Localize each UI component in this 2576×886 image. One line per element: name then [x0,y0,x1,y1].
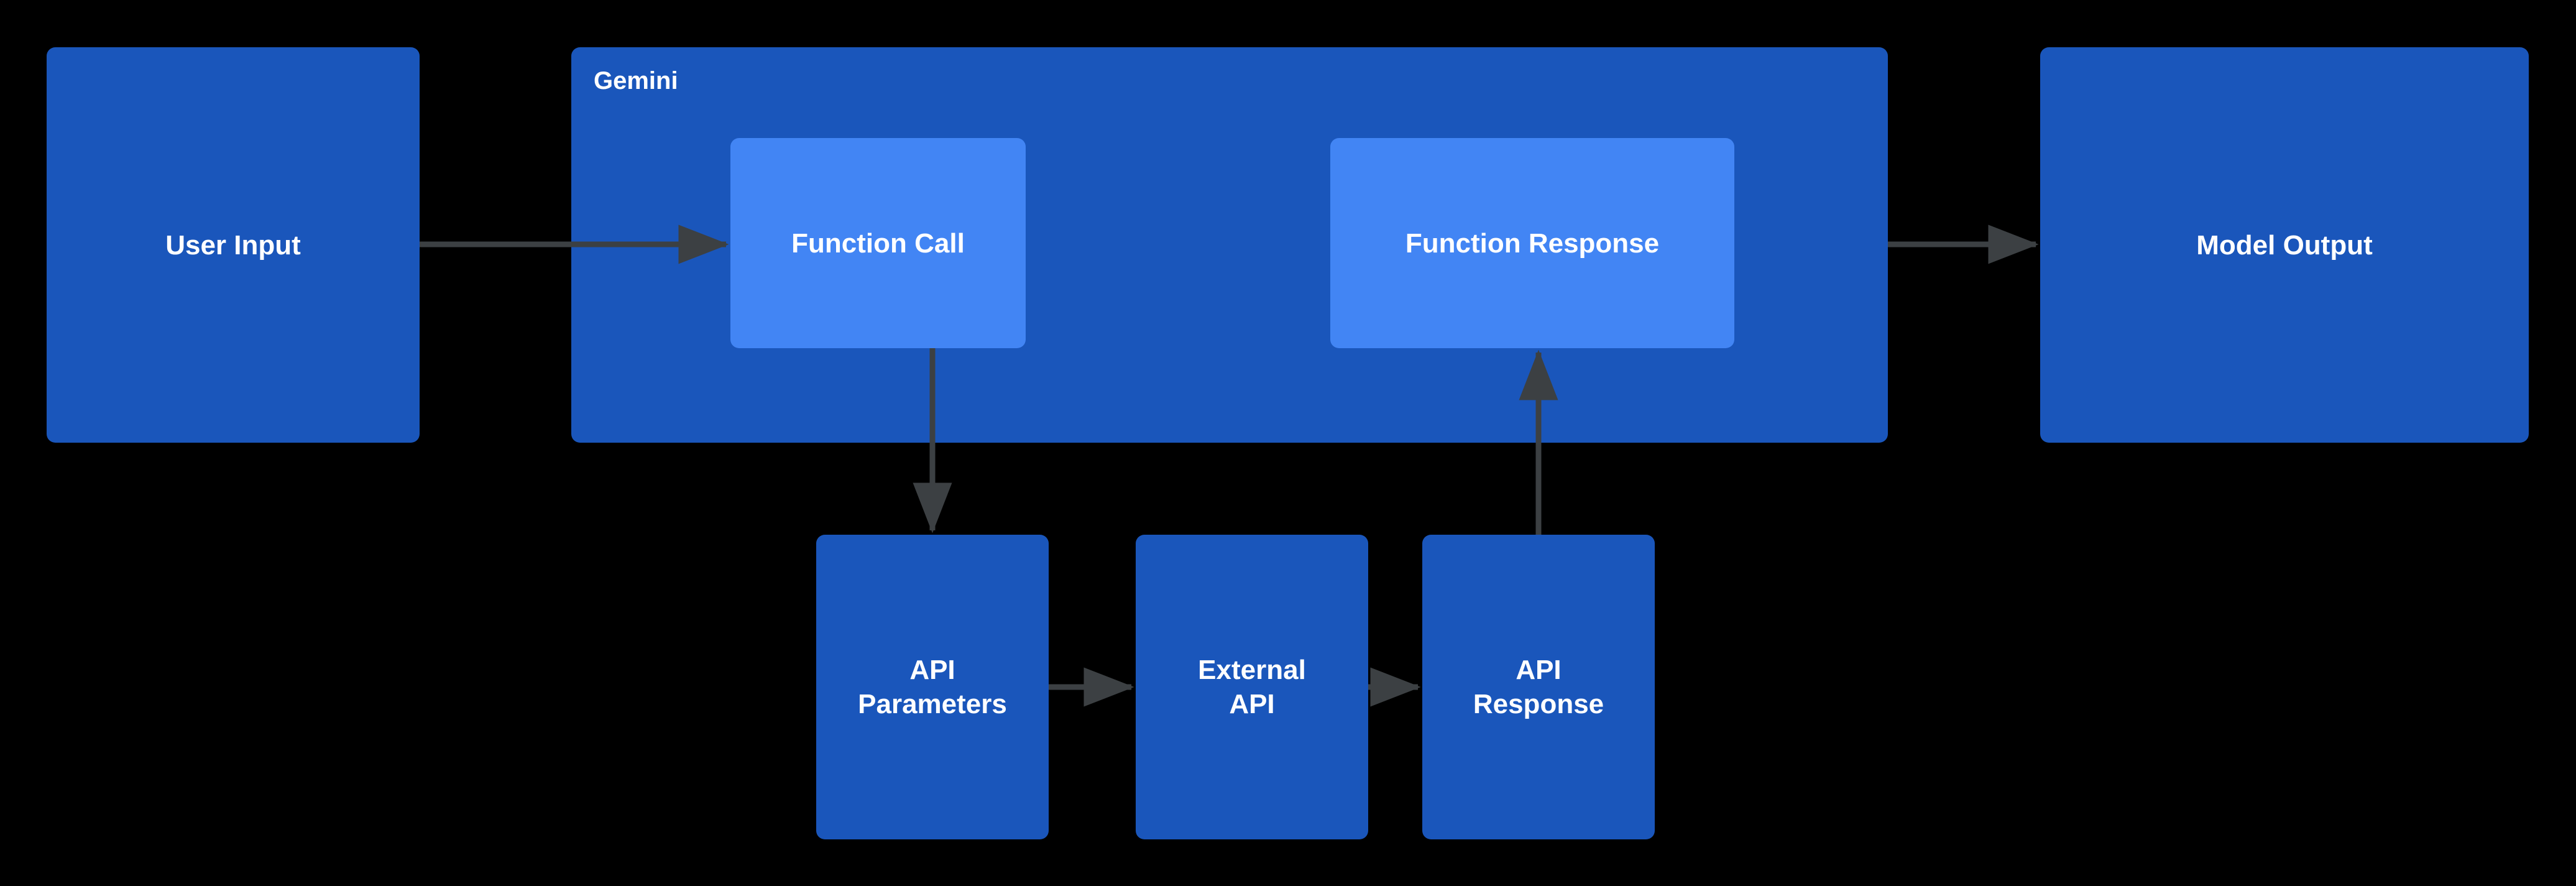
node-model-output[interactable]: Model Output [2040,47,2529,443]
node-api-response[interactable]: API Response [1422,535,1655,839]
node-external-api[interactable]: External API [1136,535,1368,839]
node-function-call[interactable]: Function Call [730,138,1026,348]
node-function-response[interactable]: Function Response [1330,138,1734,348]
node-user-input[interactable]: User Input [47,47,420,443]
gemini-group-label: Gemini [594,67,678,95]
node-label-api-response: API Response [1473,655,1604,719]
node-label-user-input: User Input [165,229,301,261]
node-label-function-response: Function Response [1405,228,1660,259]
node-api-parameters[interactable]: API Parameters [816,535,1049,839]
node-label-function-call: Function Call [791,228,965,259]
node-label-api-parameters: API Parameters [858,655,1007,719]
node-label-external-api: External API [1198,655,1306,719]
node-label-model-output: Model Output [2196,229,2373,261]
